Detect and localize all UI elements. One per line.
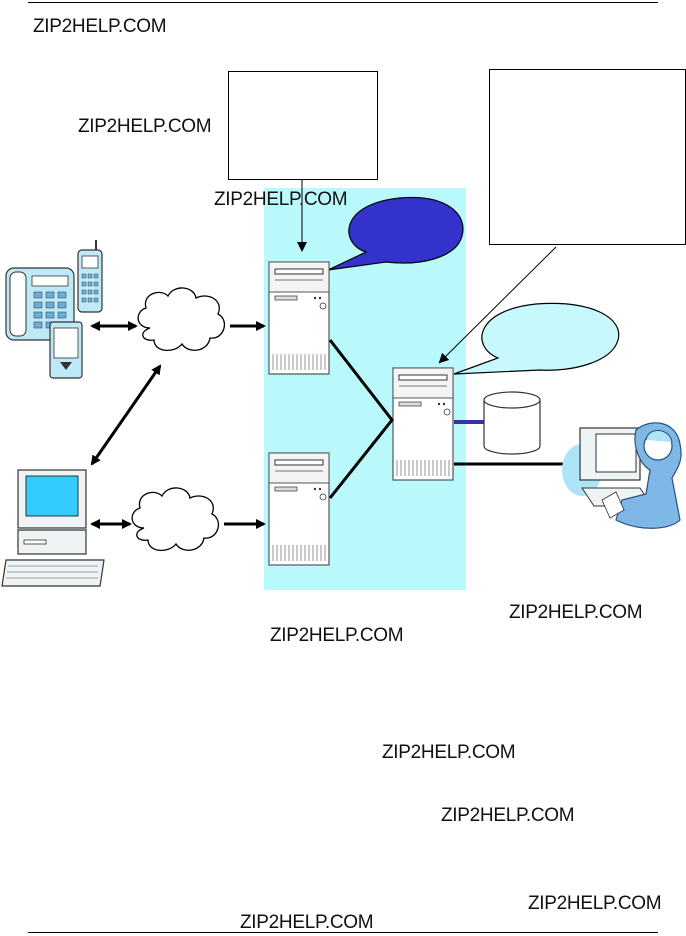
watermark: ZIP2HELP.COM — [441, 805, 575, 826]
watermark: ZIP2HELP.COM — [240, 912, 374, 933]
arrow-diagonal — [90, 364, 162, 466]
server-icon — [268, 452, 330, 566]
network-cloud-icon — [137, 287, 226, 352]
mobile-phone-icon — [77, 240, 103, 313]
bottom-rule — [28, 932, 658, 933]
watermark: ZIP2HELP.COM — [214, 189, 348, 210]
top-rule — [28, 2, 658, 3]
watermark: ZIP2HELP.COM — [270, 625, 404, 646]
operator-workstation-icon — [562, 422, 682, 529]
speech-bubble-light — [453, 302, 620, 375]
watermark: ZIP2HELP.COM — [528, 893, 662, 914]
callout-box-left — [228, 71, 378, 180]
server-icon — [268, 261, 330, 375]
watermark: ZIP2HELP.COM — [509, 602, 643, 623]
database-icon — [454, 391, 541, 455]
watermark: ZIP2HELP.COM — [382, 742, 516, 763]
pda-icon — [49, 321, 83, 379]
desktop-computer-icon — [1, 469, 105, 587]
watermark: ZIP2HELP.COM — [33, 16, 167, 37]
callout-right-pointer — [438, 246, 557, 364]
network-cloud-icon — [131, 487, 220, 552]
server-links — [328, 339, 394, 499]
callout-box-right — [489, 69, 686, 245]
speech-bubble-dark — [327, 196, 464, 271]
watermark: ZIP2HELP.COM — [78, 116, 212, 137]
server-icon — [392, 367, 454, 481]
